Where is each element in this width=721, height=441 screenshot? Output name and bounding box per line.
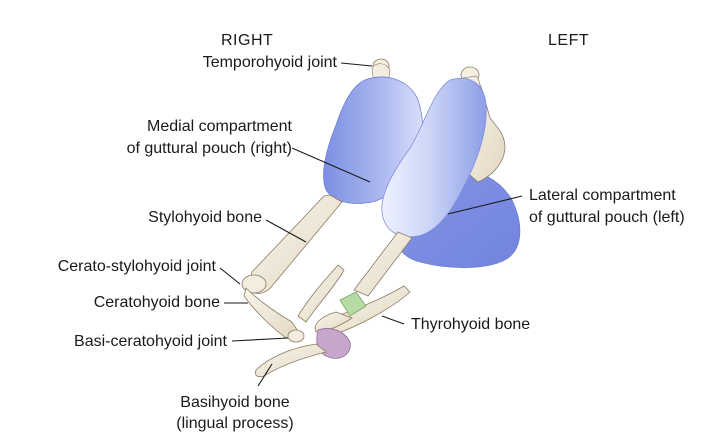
label-medial-compartment-line1: Medial compartment <box>147 118 292 135</box>
label-basi-ceratohyoid-joint: Basi-ceratohyoid joint <box>74 333 227 350</box>
lateral-compartment-pouch-front <box>381 78 487 238</box>
left-ceratohyoid-bone <box>314 311 353 333</box>
label-basihyoid-bone-line2: (lingual process) <box>176 415 294 432</box>
leader-medial-compartment <box>291 147 371 183</box>
leader-thyrohyoid <box>381 315 405 325</box>
heading-right: RIGHT <box>221 32 274 49</box>
cerato-stylohyoid-joint <box>241 274 267 294</box>
label-temporohyoid-joint: Temporohyoid joint <box>202 54 337 71</box>
label-medial-compartment-line2: of guttural pouch (right) <box>126 140 292 157</box>
label-stylohyoid-bone: Stylohyoid bone <box>148 209 262 226</box>
label-lateral-compartment-line2: of guttural pouch (left) <box>529 209 685 226</box>
heading-left: LEFT <box>548 32 590 49</box>
label-ceratohyoid-bone: Ceratohyoid bone <box>93 294 220 311</box>
basihyoid-body <box>316 328 351 359</box>
leader-lines <box>219 62 523 387</box>
label-thyrohyoid-bone: Thyrohyoid bone <box>411 316 531 333</box>
basi-ceratohyoid-joint <box>287 329 305 343</box>
basihyoid-lingual-process <box>255 343 327 378</box>
label-basihyoid-bone-line1: Basihyoid bone <box>180 394 290 411</box>
left-ceratohyoid-joint-green <box>339 291 367 317</box>
ceratohyoid-bone <box>243 287 301 339</box>
label-cerato-stylohyoid-joint: Cerato-stylohyoid joint <box>57 258 216 275</box>
stylohyoid-bone-left-lower <box>353 231 413 297</box>
leader-stylohyoid <box>265 219 307 243</box>
label-lateral-compartment-line1: Lateral compartment <box>529 187 676 204</box>
leader-temporohyoid <box>340 62 373 67</box>
leader-basi-ceratohyoid <box>231 337 289 342</box>
leader-cerato-stylohyoid <box>219 267 241 285</box>
leader-lateral-compartment <box>447 195 523 215</box>
thyrohyoid-bone-shape <box>297 264 345 323</box>
leader-basihyoid <box>257 363 273 387</box>
